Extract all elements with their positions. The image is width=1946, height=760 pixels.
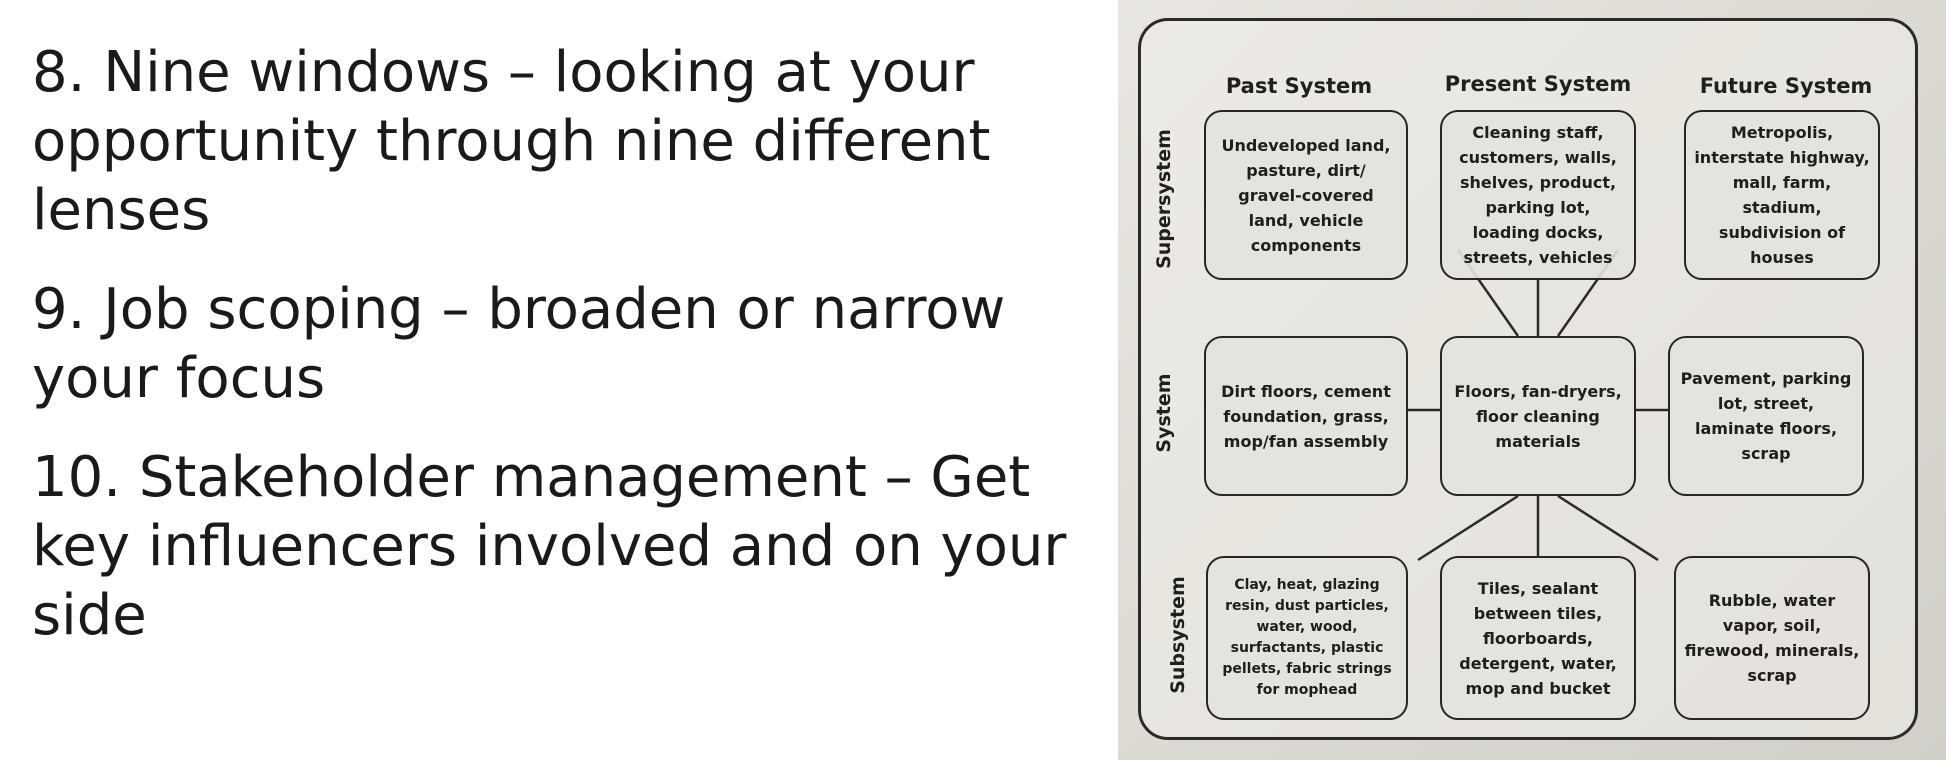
bullet-item-nine-windows: 8. Nine windows – looking at your opport… (32, 40, 991, 243)
bullet-item-job-scoping: 9. Job scoping – broaden or narrow your … (32, 277, 1006, 411)
cell-system-past: Dirt floors, cement foundation, grass, m… (1204, 336, 1408, 496)
row-header-supersystem: Supersystem (1153, 129, 1175, 269)
connector-center-bottom-right (1557, 494, 1659, 562)
column-header-past: Past System (1225, 74, 1373, 98)
cell-subsystem-past: Clay, heat, glazing resin, dust particle… (1206, 556, 1408, 720)
cell-supersystem-present: Cleaning staff, customers, walls, shelve… (1440, 110, 1636, 280)
cell-system-future: Pavement, parking lot, street, laminate … (1668, 336, 1864, 496)
cell-subsystem-present: Tiles, sealant between tiles, floorboard… (1440, 556, 1636, 720)
bullet-list: 8. Nine windows – looking at your opport… (32, 38, 1092, 680)
row-header-system: System (1153, 373, 1175, 453)
nine-windows-diagram-photo: Past System Present System Future System… (1118, 0, 1946, 760)
nine-windows-diagram: Past System Present System Future System… (1118, 0, 1946, 760)
row-header-subsystem: Subsystem (1167, 576, 1189, 694)
connector-center-bottom-left (1417, 494, 1519, 562)
cell-subsystem-future: Rubble, water vapor, soil, firewood, min… (1674, 556, 1870, 720)
cell-supersystem-future: Metropolis, interstate highway, mall, fa… (1684, 110, 1880, 280)
cell-supersystem-past: Undeveloped land, pasture, dirt/ gravel-… (1204, 110, 1408, 280)
column-header-future: Future System (1699, 74, 1873, 98)
column-header-present: Present System (1444, 72, 1632, 96)
cell-system-present: Floors, fan-dryers, floor cleaning mater… (1440, 336, 1636, 496)
bullet-item-stakeholder-management: 10. Stakeholder management – Get key inf… (32, 445, 1067, 648)
